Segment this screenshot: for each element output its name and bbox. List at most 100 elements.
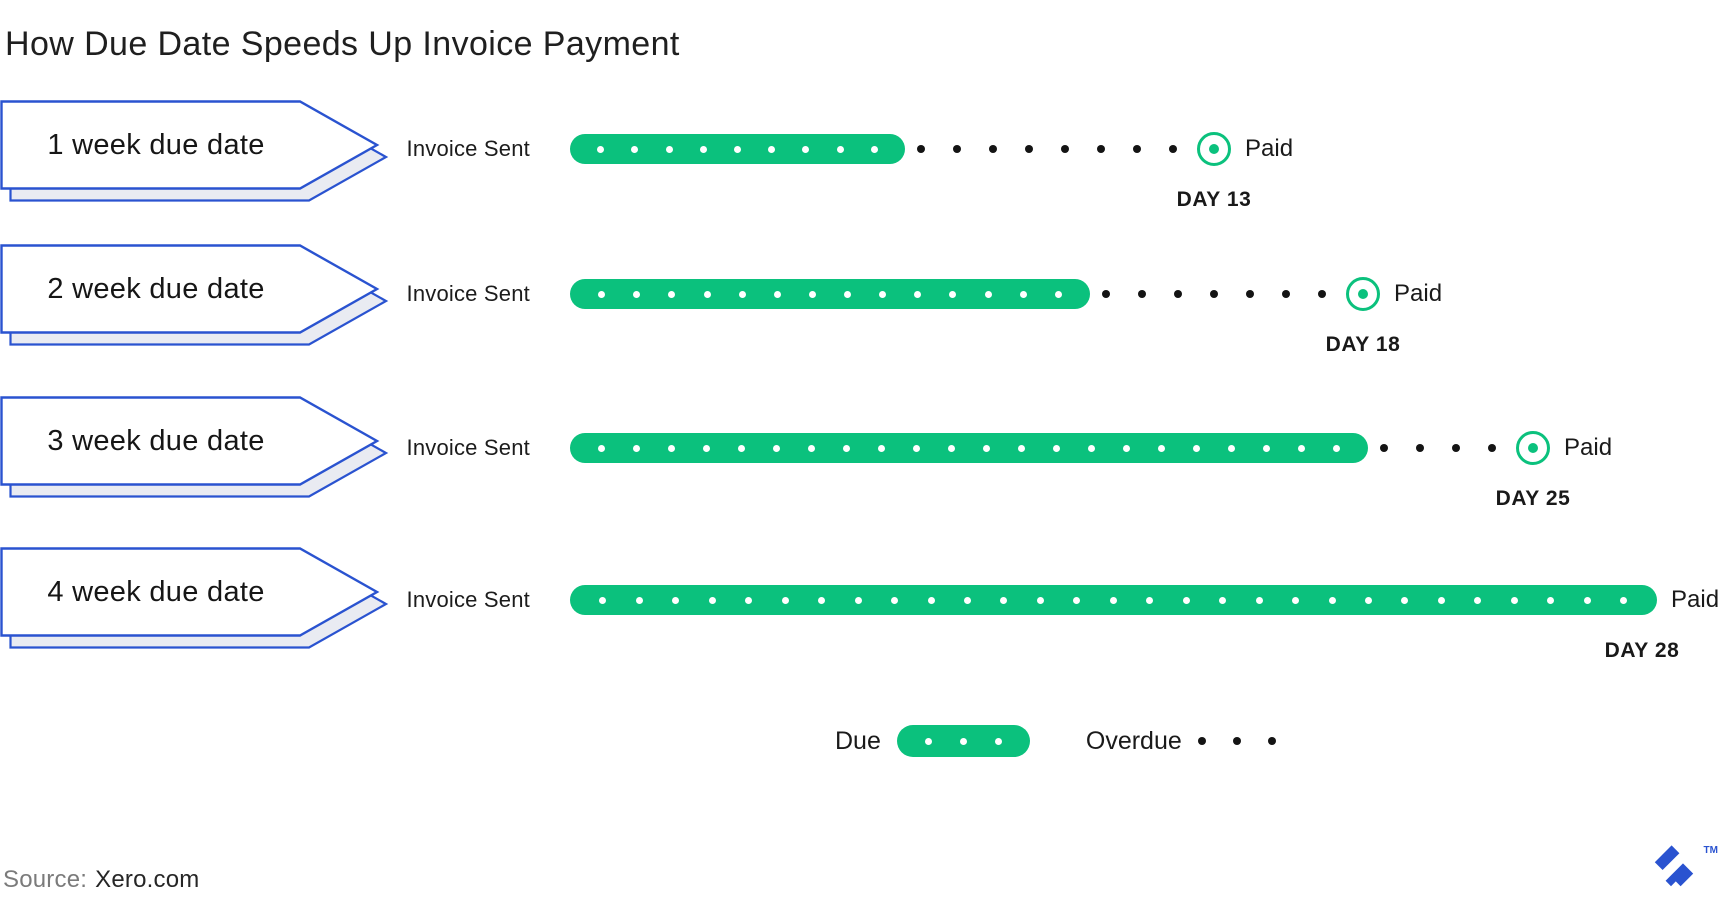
due-dot xyxy=(1158,444,1165,452)
due-dot xyxy=(773,444,780,452)
due-dot xyxy=(818,596,826,604)
overdue-dot xyxy=(1380,444,1388,452)
overdue-dot xyxy=(1102,290,1110,298)
due-dot xyxy=(781,596,789,604)
due-dot xyxy=(768,145,776,153)
due-date-banner: 3 week due date xyxy=(0,396,400,508)
overdue-dot xyxy=(1318,290,1326,298)
due-dot xyxy=(1328,596,1336,604)
source-name: Xero.com xyxy=(95,866,200,893)
due-dot xyxy=(1146,596,1154,604)
trademark-label: TM xyxy=(1703,845,1718,856)
due-dot xyxy=(808,290,816,298)
due-dot xyxy=(1263,444,1270,452)
due-dot xyxy=(949,290,957,298)
due-dot xyxy=(1292,596,1300,604)
legend-overdue-label: Overdue xyxy=(1085,726,1182,755)
due-dot xyxy=(598,444,605,452)
overdue-dots xyxy=(917,145,1177,153)
due-dot xyxy=(854,596,862,604)
due-dot xyxy=(1510,596,1518,604)
banner-arrow-shape xyxy=(0,396,389,498)
due-dot xyxy=(738,290,746,298)
due-pill xyxy=(570,433,1368,463)
due-dot xyxy=(1123,444,1130,452)
due-date-banner: 1 week due date xyxy=(0,100,400,212)
overdue-dot xyxy=(1246,290,1254,298)
due-dot xyxy=(927,596,935,604)
overdue-dot xyxy=(917,145,925,153)
invoice-sent-label: Invoice Sent xyxy=(406,587,530,612)
toptal-logo-icon xyxy=(1654,845,1694,887)
due-dot xyxy=(963,596,971,604)
due-dot xyxy=(633,290,641,298)
due-dot xyxy=(1583,596,1591,604)
legend-overdue-dot xyxy=(1232,737,1241,745)
banner-arrow-shape xyxy=(0,100,389,202)
invoice-sent-label: Invoice Sent xyxy=(406,435,530,460)
due-dot xyxy=(1547,596,1555,604)
due-dot xyxy=(1088,444,1095,452)
paid-label: Paid xyxy=(1394,280,1443,307)
overdue-dot xyxy=(1169,145,1177,153)
due-dot xyxy=(703,290,711,298)
legend-overdue-dots xyxy=(1197,737,1276,745)
due-dot xyxy=(1401,596,1409,604)
source-line: Source:Xero.com xyxy=(3,866,199,894)
paid-label: Paid xyxy=(1245,135,1294,162)
overdue-dot xyxy=(989,145,997,153)
due-dot xyxy=(738,444,745,452)
due-dot xyxy=(1036,596,1044,604)
due-dot xyxy=(1053,444,1060,452)
due-dot xyxy=(668,290,676,298)
due-dot xyxy=(1073,596,1081,604)
due-pill xyxy=(570,279,1090,309)
overdue-dot xyxy=(1416,444,1424,452)
due-dot xyxy=(836,145,844,153)
due-dot xyxy=(1364,596,1372,604)
due-dot xyxy=(1219,596,1227,604)
due-dot xyxy=(1228,444,1235,452)
due-dot xyxy=(699,145,707,153)
due-dot xyxy=(668,444,675,452)
overdue-dot xyxy=(1097,145,1105,153)
paid-label: Paid xyxy=(1564,434,1613,461)
due-dot xyxy=(733,145,741,153)
overdue-dot xyxy=(1488,444,1496,452)
due-dot xyxy=(1333,444,1340,452)
overdue-dot xyxy=(1452,444,1460,452)
due-date-banner: 2 week due date xyxy=(0,244,400,356)
banner-arrow-shape xyxy=(0,547,389,649)
due-dot xyxy=(1620,596,1628,604)
due-dot xyxy=(665,145,673,153)
day-label: DAY 18 xyxy=(1325,333,1401,356)
due-dot xyxy=(672,596,680,604)
legend-due-dot xyxy=(924,737,932,745)
due-dot xyxy=(1054,290,1062,298)
overdue-dot xyxy=(1210,290,1218,298)
due-dot xyxy=(1298,444,1305,452)
due-dot xyxy=(633,444,640,452)
due-dot xyxy=(1437,596,1445,604)
due-pill xyxy=(570,585,1657,615)
due-dot xyxy=(1019,290,1027,298)
day-label: DAY 13 xyxy=(1176,188,1252,211)
legend-due-dot xyxy=(994,737,1002,745)
due-dot xyxy=(1193,444,1200,452)
due-pill xyxy=(570,134,905,164)
due-dot xyxy=(983,444,990,452)
due-dot xyxy=(843,444,850,452)
day-label: DAY 25 xyxy=(1495,487,1571,510)
due-dot xyxy=(1255,596,1263,604)
page-title: How Due Date Speeds Up Invoice Payment xyxy=(5,24,680,63)
banner-label: 4 week due date xyxy=(47,575,265,608)
due-dot xyxy=(891,596,899,604)
due-dot xyxy=(631,145,639,153)
due-dot xyxy=(948,444,955,452)
banner-label: 3 week due date xyxy=(47,424,265,457)
due-dot xyxy=(1018,444,1025,452)
